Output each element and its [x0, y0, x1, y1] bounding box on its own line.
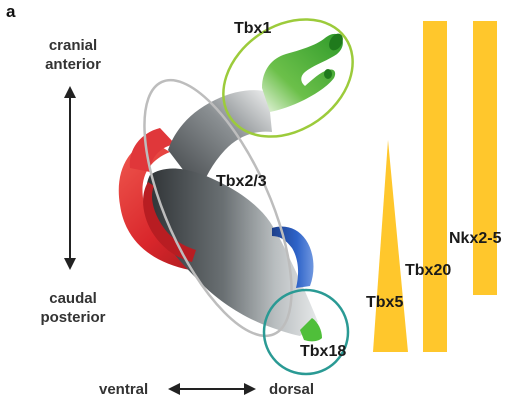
cranio-caudal-axis-arrow — [64, 86, 76, 270]
nkx25-label: Nkx2-5 — [449, 230, 502, 247]
sinus-venosus-region — [300, 318, 322, 342]
axis-bottom-line-2: posterior — [40, 309, 106, 326]
tbx20-bar — [423, 21, 447, 352]
tbx5-label: Tbx5 — [366, 294, 404, 311]
tbx23-domain-outline — [143, 78, 293, 338]
axis-label-ventral: ventral — [99, 381, 149, 398]
heart-tube-body — [146, 168, 318, 336]
atrial-region-upper — [129, 128, 175, 172]
tbx1-domain-outline — [222, 18, 354, 138]
axis-top-line-1: cranial — [48, 37, 98, 54]
atrial-region-outer — [118, 140, 255, 271]
axis-label-dorsal: dorsal — [269, 381, 315, 398]
atrial-region-inner — [143, 182, 196, 262]
panel-label: a — [6, 2, 16, 21]
tbx1-label: Tbx1 — [234, 20, 272, 37]
tbx20-label: Tbx20 — [405, 262, 452, 279]
tbx18-label: Tbx18 — [300, 343, 347, 360]
ventral-dorsal-axis-arrow — [168, 383, 256, 395]
axis-bottom-line-1: caudal — [49, 290, 97, 307]
axis-top-line-2: anterior — [45, 56, 101, 73]
axis-label-top: cranial anterior — [28, 36, 118, 74]
tbx18-domain-outline — [262, 288, 350, 376]
left-ventricle-region — [272, 226, 314, 288]
tbx5-gradient — [373, 140, 408, 352]
axis-label-bottom: caudal posterior — [28, 289, 118, 327]
nkx25-bar — [473, 21, 497, 295]
pharyngeal-outflow — [262, 33, 343, 113]
tbx23-label: Tbx2/3 — [216, 173, 267, 190]
outflow-tract — [168, 90, 272, 192]
